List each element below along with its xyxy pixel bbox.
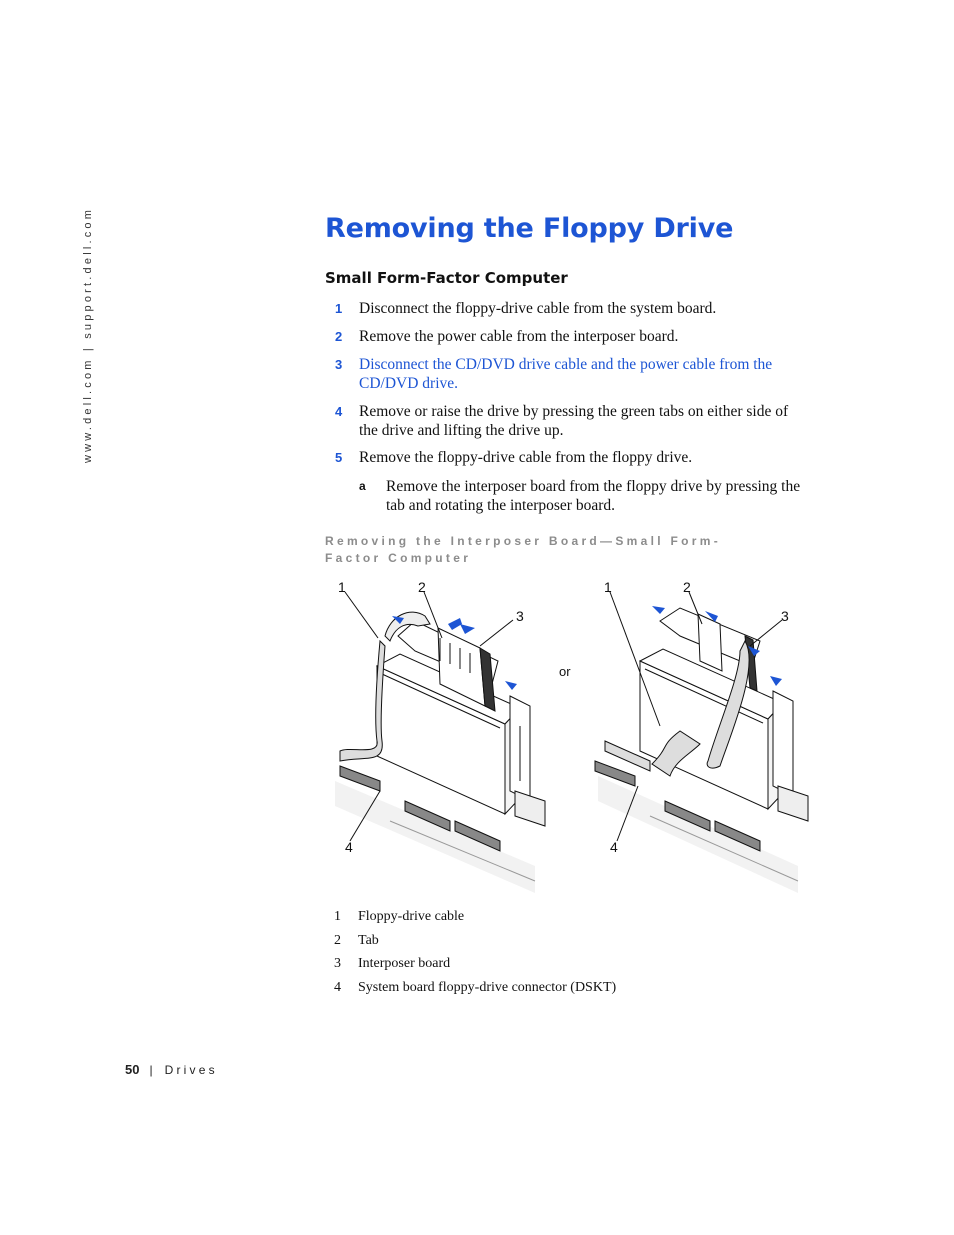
page-number: 50 bbox=[125, 1062, 140, 1077]
step-number: 3 bbox=[335, 357, 343, 372]
step-text[interactable]: Disconnect the CD/DVD drive cable and th… bbox=[359, 356, 773, 392]
side-url: www.dell.com | support.dell.com bbox=[82, 206, 94, 463]
step-text: Remove the floppy-drive cable from the f… bbox=[359, 449, 693, 466]
callout-3: 3 bbox=[781, 608, 789, 624]
legend-number: 4 bbox=[334, 979, 341, 995]
right-drive-illustration bbox=[594, 591, 809, 893]
substep-a: a Remove the interposer board from the f… bbox=[359, 477, 815, 515]
legend-number: 2 bbox=[334, 932, 341, 948]
legend-label: Tab bbox=[358, 932, 379, 948]
step-text: Disconnect the floppy-drive cable from t… bbox=[359, 300, 717, 317]
footer-separator: | bbox=[149, 1063, 153, 1077]
callout-1: 1 bbox=[604, 579, 612, 595]
page-title: Removing the Floppy Drive bbox=[325, 213, 734, 244]
substep-text: Remove the interposer board from the flo… bbox=[386, 478, 801, 514]
page-footer: 50 | Drives bbox=[125, 1062, 218, 1077]
callout-1: 1 bbox=[338, 579, 346, 595]
callout-2: 2 bbox=[683, 579, 691, 595]
step-1: 1 Disconnect the floppy-drive cable from… bbox=[335, 299, 805, 318]
section-name: Drives bbox=[164, 1063, 218, 1077]
step-text: Remove or raise the drive by pressing th… bbox=[359, 403, 789, 439]
figure-caption: Removing the Interposer Board—Small Form… bbox=[325, 534, 722, 565]
step-text: Remove the power cable from the interpos… bbox=[359, 328, 679, 345]
left-drive-illustration bbox=[335, 591, 546, 893]
callout-4: 4 bbox=[610, 839, 618, 855]
step-number: 1 bbox=[335, 301, 343, 316]
substep-letter: a bbox=[359, 479, 366, 493]
step-5: 5 Remove the floppy-drive cable from the… bbox=[335, 448, 805, 467]
legend-label: Floppy-drive cable bbox=[358, 909, 465, 924]
legend-number: 3 bbox=[334, 956, 341, 971]
or-label: or bbox=[559, 664, 571, 679]
callout-3: 3 bbox=[516, 608, 524, 624]
step-3-link[interactable]: 3 Disconnect the CD/DVD drive cable and … bbox=[335, 355, 805, 393]
step-2: 2 Remove the power cable from the interp… bbox=[335, 327, 805, 346]
callout-4: 4 bbox=[345, 839, 353, 855]
section-subtitle: Small Form-Factor Computer bbox=[325, 269, 568, 287]
callout-2: 2 bbox=[418, 579, 426, 595]
interposer-removal-figure: 1 2 3 4 1 2 3 4 or bbox=[335, 579, 809, 893]
step-4: 4 Remove or raise the drive by pressing … bbox=[335, 402, 805, 440]
step-number: 5 bbox=[335, 450, 343, 465]
legend-number: 1 bbox=[334, 909, 341, 924]
step-number: 4 bbox=[335, 404, 343, 419]
legend-label: Interposer board bbox=[358, 956, 451, 971]
legend-label: System board floppy-drive connector (DSK… bbox=[358, 979, 617, 995]
step-number: 2 bbox=[335, 329, 343, 344]
